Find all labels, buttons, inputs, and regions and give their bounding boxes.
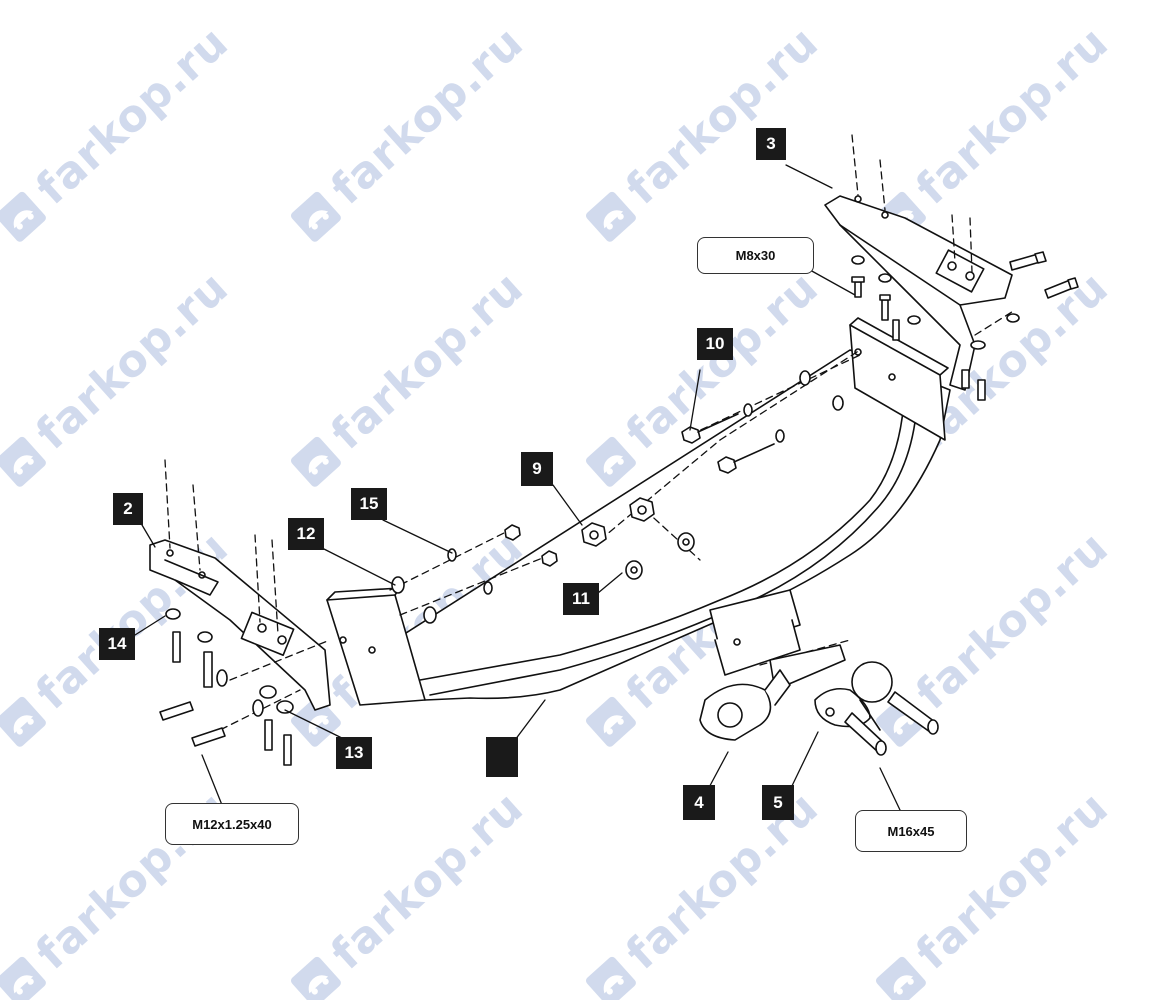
part-tag-1 xyxy=(486,737,518,777)
bracket-right xyxy=(824,195,1013,391)
part-tag-2: 2 xyxy=(113,493,143,525)
part-tag-3: 3 xyxy=(756,128,786,160)
callout-m12: M12x1.25x40 xyxy=(165,803,299,845)
bracket-left xyxy=(149,539,331,711)
callout-m8: M8x30 xyxy=(697,237,814,274)
towball-assembly xyxy=(699,644,939,756)
part-tag-5: 5 xyxy=(762,785,794,820)
part-tag-15: 15 xyxy=(351,488,387,520)
fasteners-center xyxy=(581,497,695,580)
callout-m16: M16x45 xyxy=(855,810,967,852)
leader-lines xyxy=(134,164,901,811)
fasteners-left xyxy=(159,524,558,766)
part-tag-12: 12 xyxy=(288,518,324,550)
crossbar xyxy=(326,317,951,706)
part-tag-14: 14 xyxy=(99,628,135,660)
part-tag-9: 9 xyxy=(521,452,553,486)
part-tag-10: 10 xyxy=(697,328,733,360)
part-tag-11: 11 xyxy=(563,583,599,615)
fasteners-right xyxy=(681,251,1079,474)
part-tag-4: 4 xyxy=(683,785,715,820)
part-tag-13: 13 xyxy=(336,737,372,769)
